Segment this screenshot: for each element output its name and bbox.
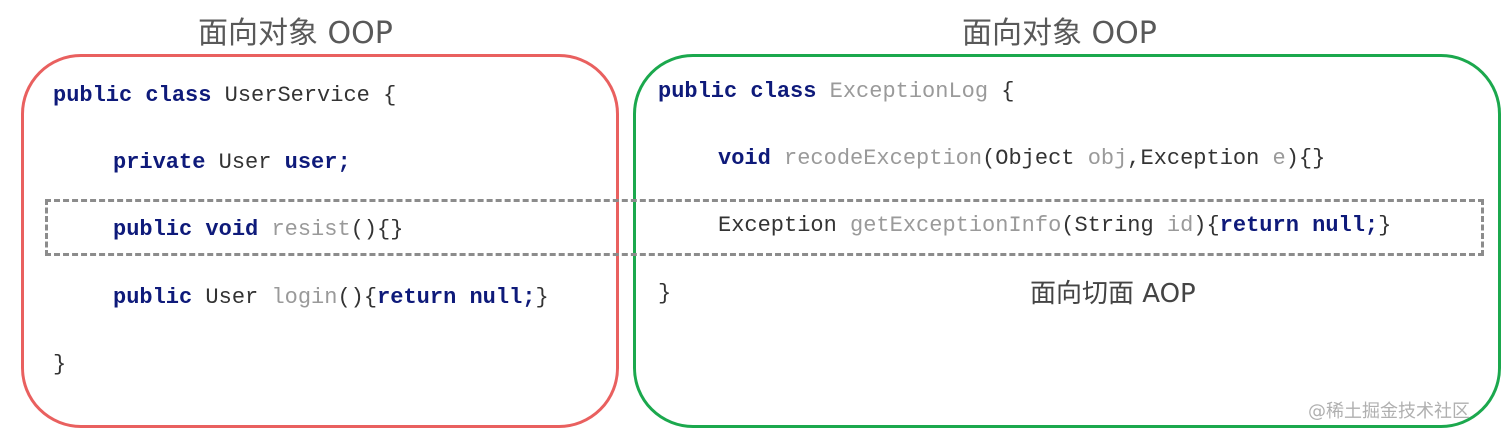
- left-class-box: [21, 54, 619, 428]
- right-oop-heading: 面向对象 OOP: [962, 16, 1157, 51]
- right-line-recode: void recodeException(Object obj,Exceptio…: [718, 146, 1326, 171]
- left-line-field: private User user;: [113, 150, 351, 175]
- aop-dashed-band: [45, 199, 1484, 256]
- right-line-close: }: [658, 281, 672, 306]
- left-line-resist: public void resist(){}: [113, 217, 404, 242]
- right-line-getinfo: Exception getExceptionInfo(String id){re…: [718, 213, 1392, 238]
- left-oop-heading: 面向对象 OOP: [198, 16, 393, 51]
- right-class-box: [633, 54, 1501, 428]
- left-line-class-decl: public class UserService {: [53, 83, 397, 108]
- left-line-close: }: [53, 352, 67, 377]
- right-line-class-decl: public class ExceptionLog {: [658, 79, 1015, 104]
- left-line-login: public User login(){return null;}: [113, 285, 549, 310]
- aop-label: 面向切面 AOP: [1030, 279, 1196, 309]
- watermark: @稀土掘金技术社区: [1308, 401, 1470, 422]
